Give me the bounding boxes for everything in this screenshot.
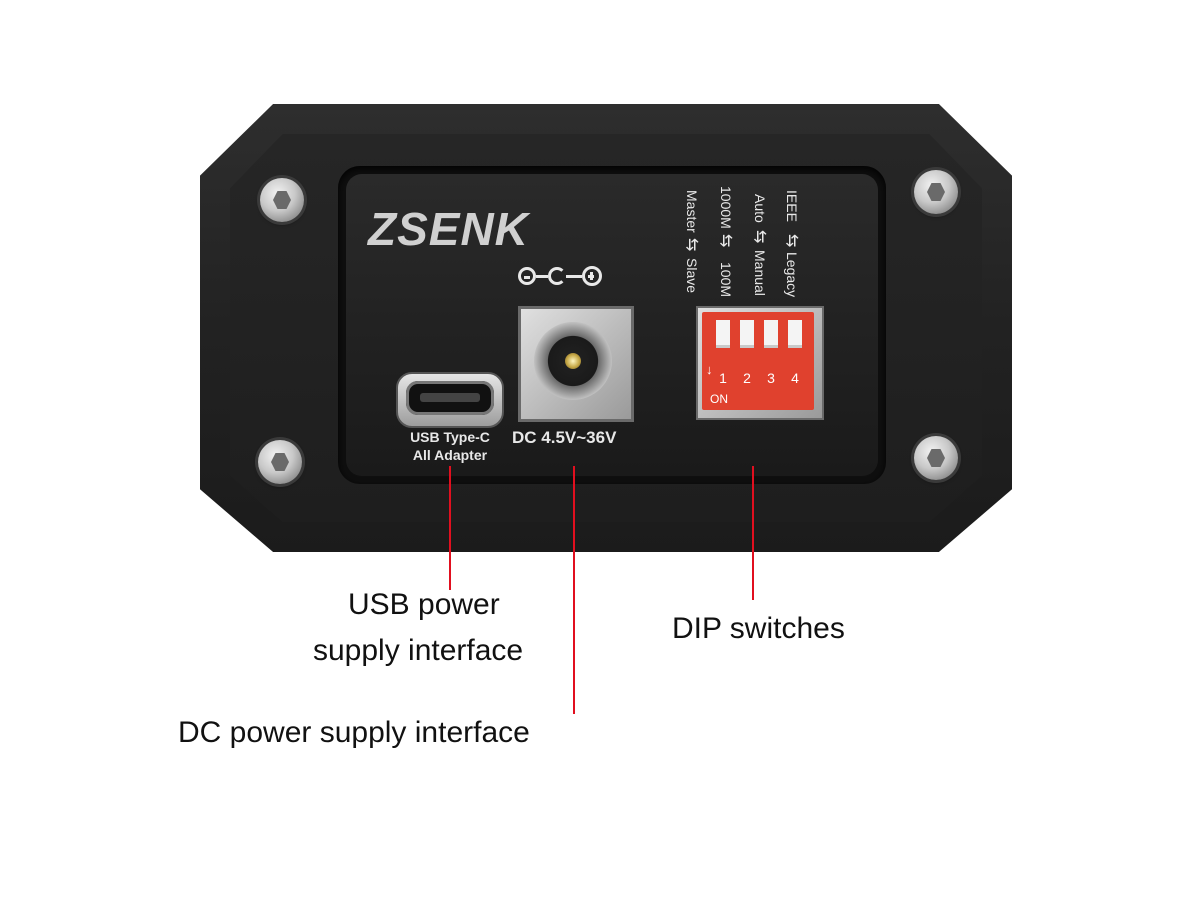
swap-arrows-icon: ⇆	[783, 234, 800, 248]
dip-label-auto: Auto	[752, 194, 768, 223]
dip-switch-1[interactable]	[716, 320, 730, 348]
dip-caption: DIP switches	[672, 612, 845, 645]
dip-on-label: ON	[710, 392, 728, 406]
dc-jack-pin	[565, 353, 581, 369]
usb-label-line1: USB Type-C	[410, 429, 490, 445]
screw-icon	[260, 178, 304, 222]
usb-label-line2: All Adapter	[412, 447, 488, 463]
dip-switch-2[interactable]	[740, 320, 754, 348]
usb-c-tongue	[420, 393, 480, 402]
swap-arrows-icon: ⇆	[717, 234, 734, 248]
dip-label-master: Master	[684, 190, 700, 233]
polarity-plus-icon	[582, 266, 602, 286]
polarity-center-icon	[548, 267, 566, 285]
dip-number: 3	[767, 370, 775, 386]
dc-callout-line	[573, 466, 575, 714]
polarity-minus-icon	[518, 267, 536, 285]
dip-switch-4[interactable]	[788, 320, 802, 348]
usb-caption-line2: supply interface	[313, 634, 524, 667]
screw-icon	[914, 436, 958, 480]
dip-number: 2	[743, 370, 751, 386]
dip-label-100m: 100M	[718, 262, 734, 298]
dip-label-manual: Manual	[752, 250, 768, 296]
arrow-down-icon: ↓	[706, 362, 713, 377]
dip-number: 4	[791, 370, 799, 386]
swap-arrows-icon: ⇆	[751, 230, 768, 244]
dip-label-slave: Slave	[684, 258, 700, 294]
dip-label-ieee: IEEE	[784, 190, 800, 222]
screw-icon	[258, 440, 302, 484]
dip-switch-3[interactable]	[764, 320, 778, 348]
polarity-line	[536, 275, 548, 278]
screw-icon	[914, 170, 958, 214]
dc-label: DC 4.5V~36V	[512, 428, 617, 447]
dip-number: 1	[719, 370, 727, 386]
swap-arrows-icon: ⇆	[683, 238, 700, 252]
usb-callout-line	[449, 466, 451, 590]
dc-caption: DC power supply interface	[178, 716, 530, 749]
usb-caption-line1: USB power	[348, 588, 500, 621]
brand-logo: ZSENK	[368, 203, 529, 255]
dip-callout-line	[752, 466, 754, 600]
dip-label-1000m: 1000M	[718, 186, 734, 229]
polarity-line	[566, 275, 582, 278]
dip-label-legacy: Legacy	[784, 252, 800, 298]
